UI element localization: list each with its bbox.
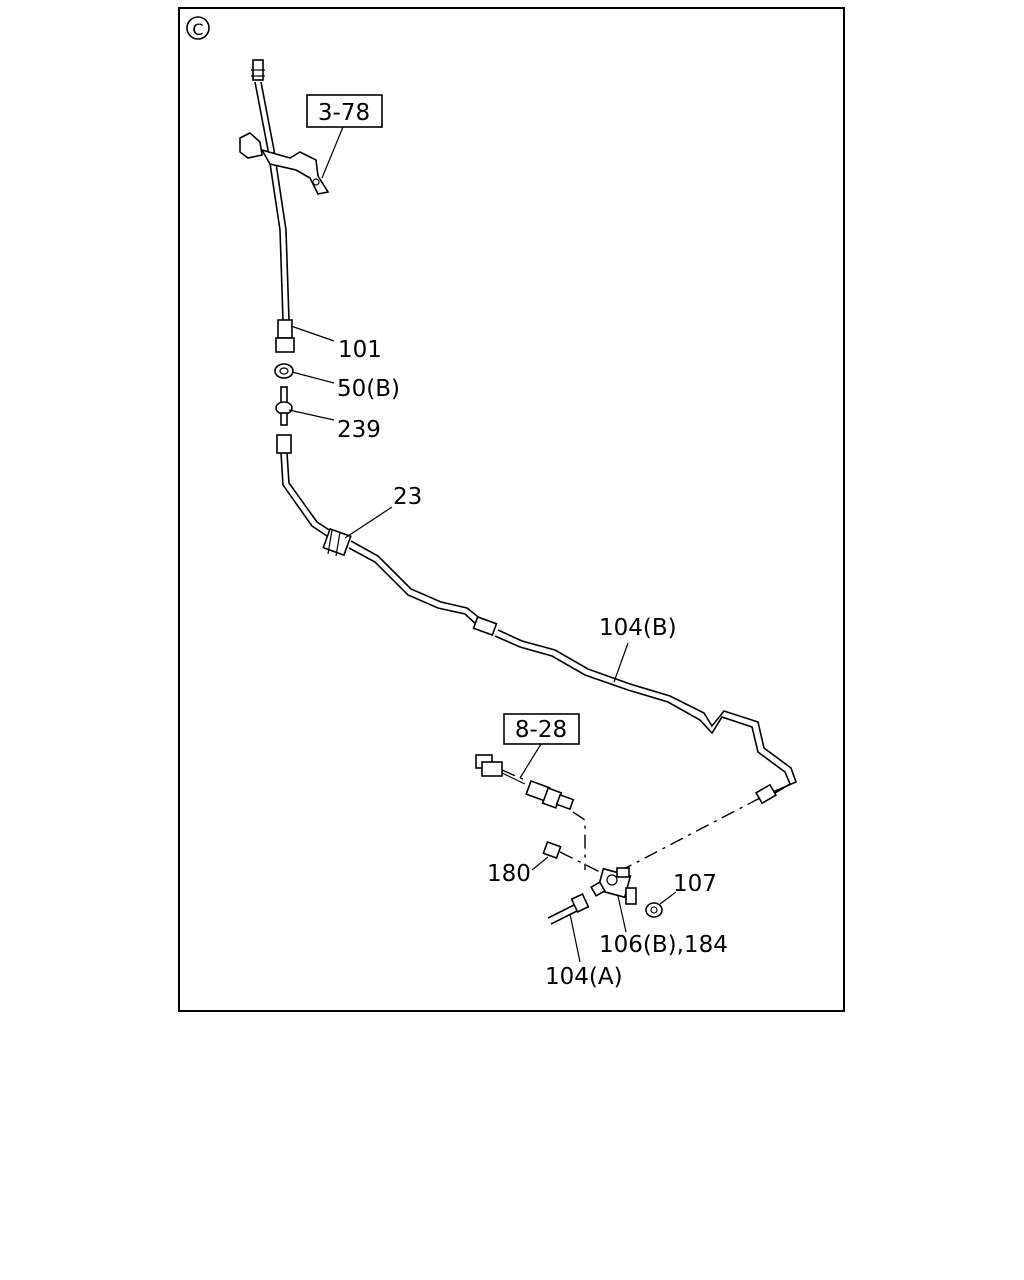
reference-8-28-label: 8-28 [515,717,567,743]
callout-50b: 50(B) [337,376,400,402]
pipe-104b-drawing [348,540,798,805]
hose-101-drawing [251,59,295,353]
section-marker: C [186,16,210,40]
pipe-104a-drawing [547,893,590,925]
callout-180: 180 [487,861,531,887]
nut-50b-drawing [274,363,294,379]
reference-3-78-label: 3-78 [318,100,370,126]
switch-connector-drawing [475,754,575,811]
reference-box-3-78[interactable]: 3-78 [306,94,383,128]
callout-107: 107 [673,871,717,897]
diagram-frame [178,7,845,1012]
callout-23: 23 [393,484,422,510]
plug-180-drawing [542,840,562,860]
callout-106b-184: 106(B),184 [599,932,728,958]
tee-fitting-drawing [590,867,637,905]
callout-239: 239 [337,417,381,443]
callout-104a: 104(A) [545,964,623,990]
section-marker-letter: C [192,20,203,39]
reference-box-8-28[interactable]: 8-28 [503,713,580,745]
bolt-239-drawing [275,386,293,426]
nut-107-drawing [645,902,663,918]
pipe-23-drawing [276,434,352,557]
callout-104b: 104(B) [599,615,677,641]
callout-101: 101 [338,337,382,363]
leader-lines [288,325,677,963]
bracket-drawing [239,132,330,195]
